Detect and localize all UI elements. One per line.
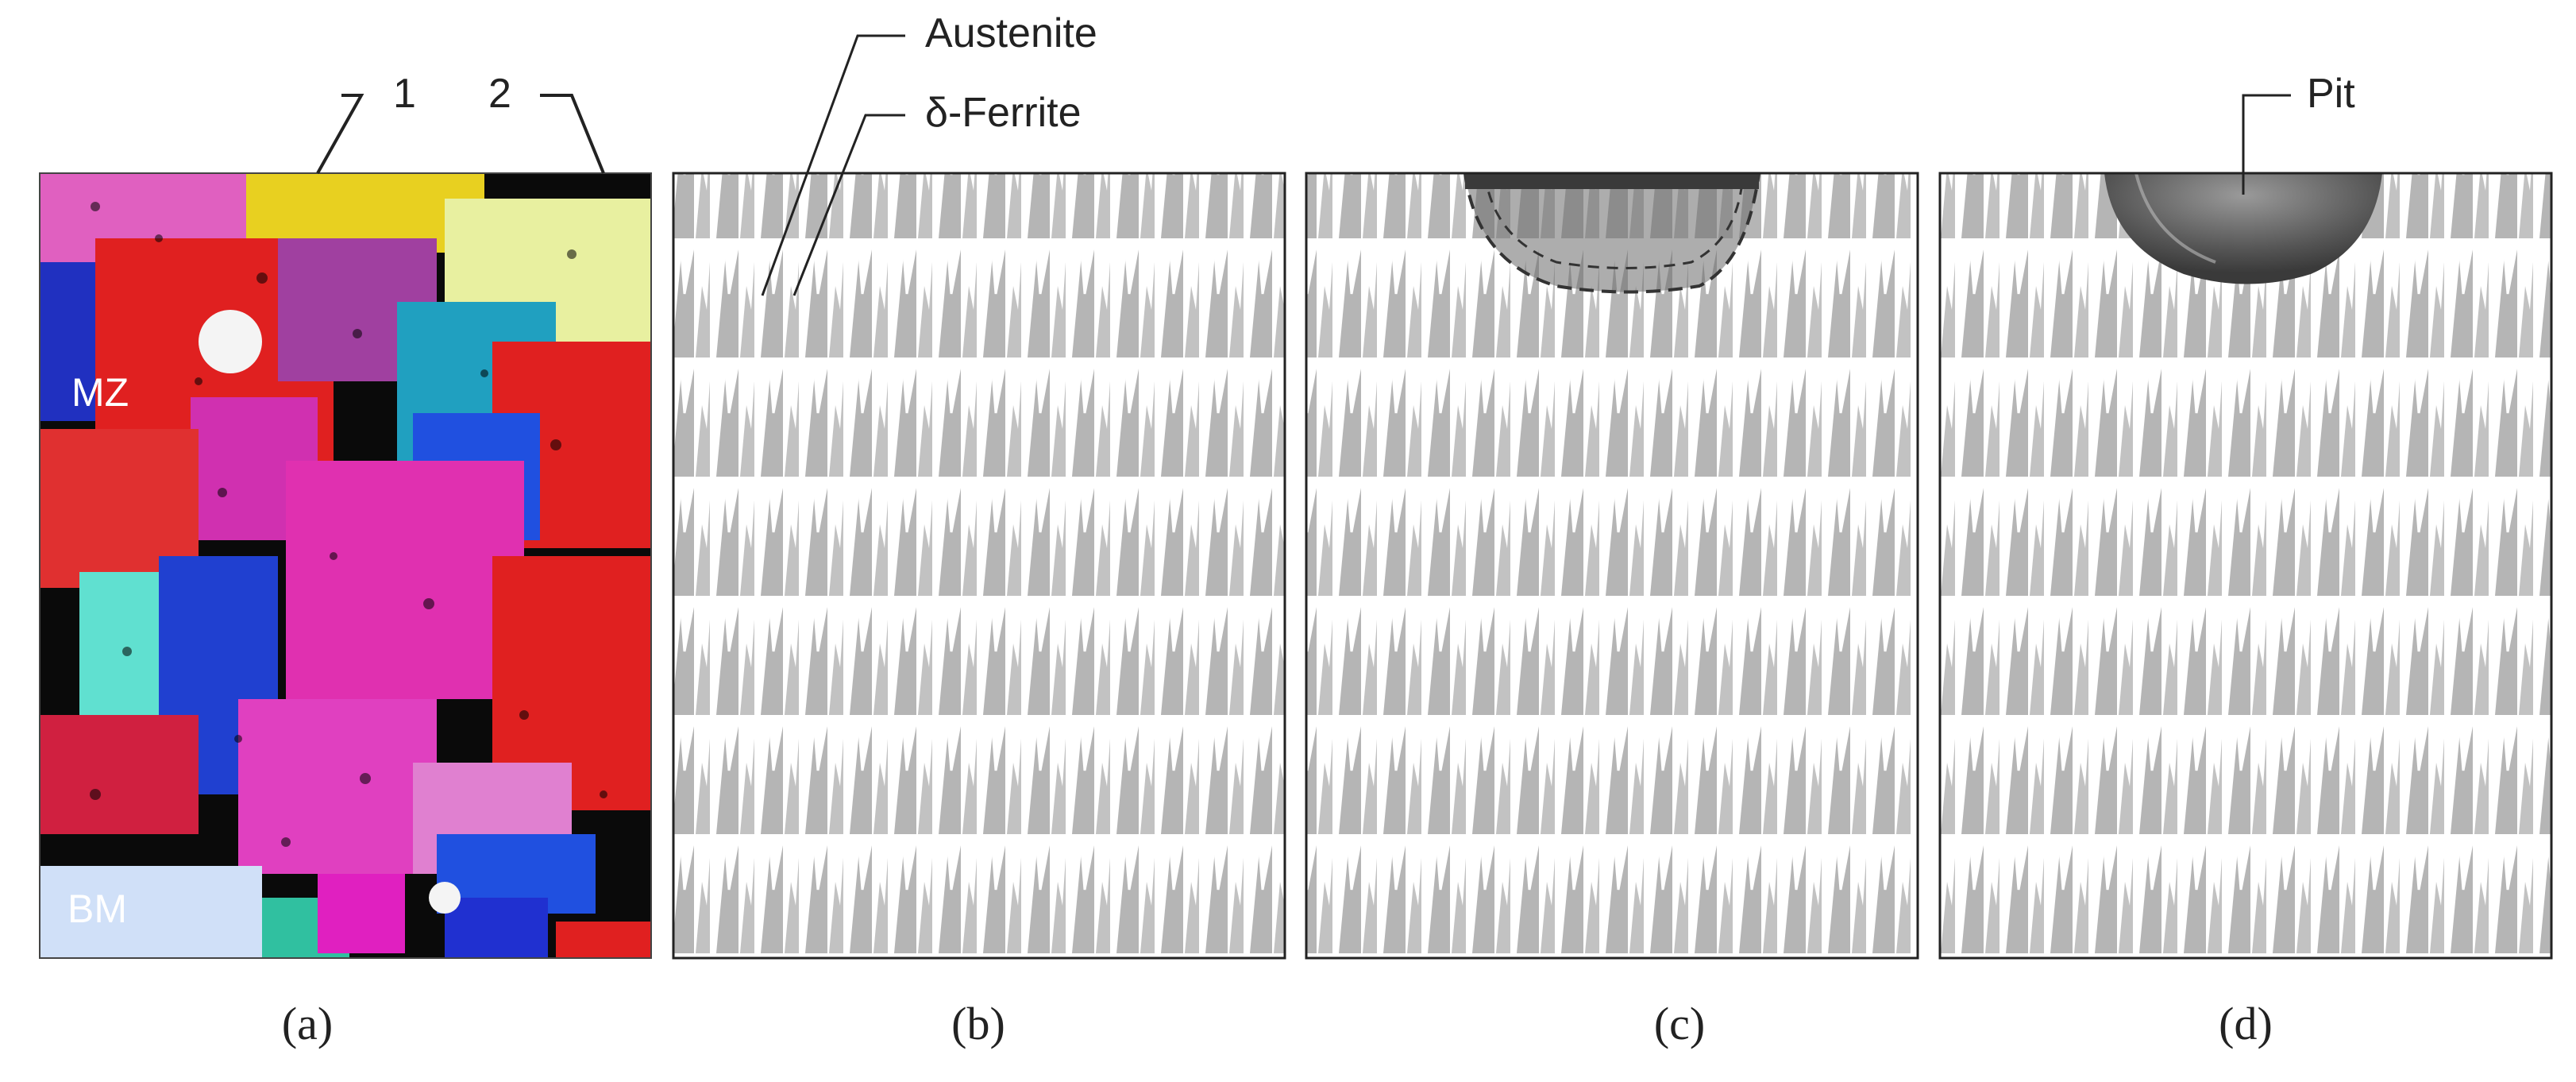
ebsd-frame [39,172,652,959]
caption-b: (b) [951,998,1005,1049]
callout-label-1: 1 [393,71,416,117]
pit-initiation [1463,173,1760,294]
pit-shape [2104,173,2382,284]
panel-c-schematic [1305,172,1919,960]
austenite-leader [761,34,905,296]
panel-d-schematic [1938,172,2553,960]
callout-1-line [316,94,364,174]
ebsd-map [40,173,651,958]
pit-leader [2242,94,2291,195]
ferrite-label: δ-Ferrite [925,90,1082,136]
austenite-label: Austenite [925,10,1097,56]
ferrite-leader [792,114,905,296]
panel-b-schematic [672,172,1286,960]
callout-label-2: 2 [488,71,511,117]
pit-label: Pit [2307,71,2355,117]
caption-c: (c) [1653,998,1706,1049]
bm-label: BM [67,887,127,931]
caption-a: (a) [281,998,334,1049]
callout-2-line [540,94,605,174]
mz-label: MZ [71,370,129,415]
caption-d: (d) [2219,998,2273,1049]
